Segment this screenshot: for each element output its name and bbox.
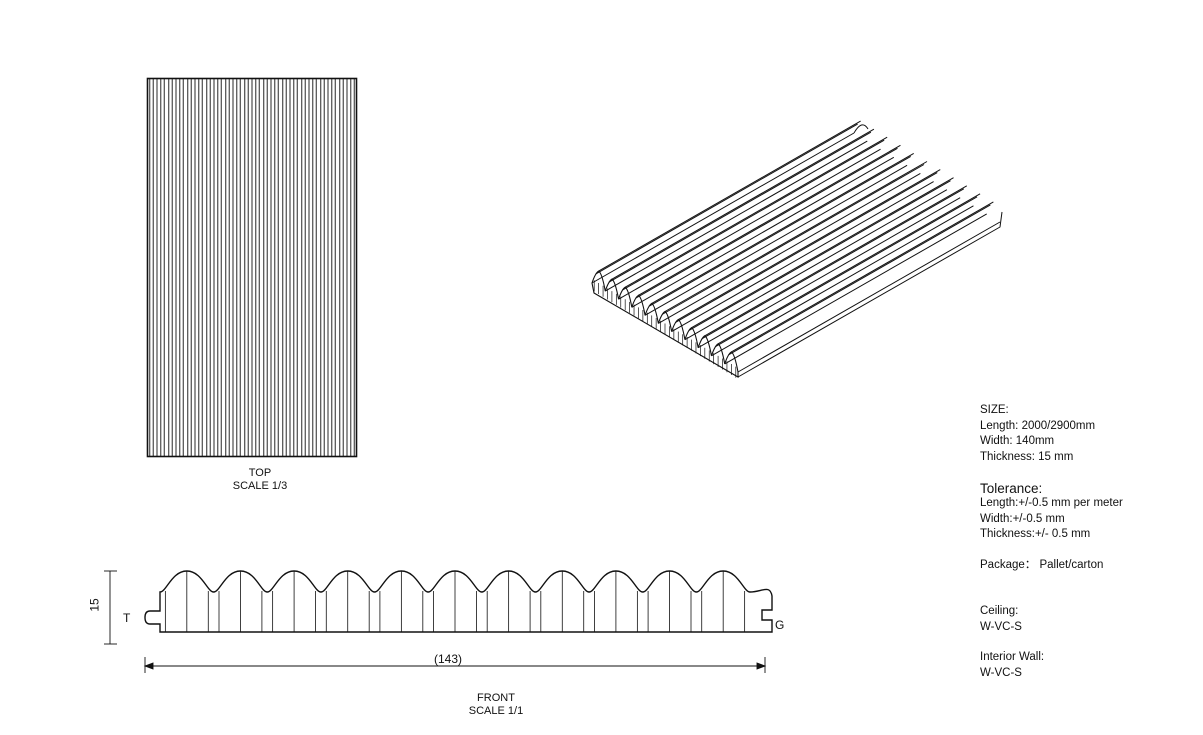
front-flute-lines	[164, 571, 746, 632]
top-view-label: TOP SCALE 1/3	[200, 467, 320, 493]
iso-valley-line	[644, 164, 908, 316]
iso-crest-line	[704, 185, 968, 337]
size-width: Width: 140mm	[980, 435, 1055, 447]
iso-crest-line	[611, 128, 875, 280]
iso-crest-line	[731, 201, 994, 353]
tolerance-length: Length:+/-0.5 mm per meter	[980, 497, 1123, 509]
isometric-view	[591, 120, 1003, 378]
iso-crest-line	[638, 144, 901, 296]
iso-shade-line	[714, 196, 978, 348]
height-dimension	[104, 570, 117, 645]
iso-valley-line	[618, 148, 881, 300]
tolerance-width: Width:+/-0.5 mm	[980, 512, 1065, 525]
spec-ceiling: Ceiling: W-VC-S	[980, 604, 1022, 635]
tongue-label: T	[123, 611, 131, 625]
iso-shade-line	[675, 172, 938, 324]
spec-wall: Interior Wall: W-VC-S	[980, 650, 1044, 681]
size-thickness: Thickness: 15 mm	[980, 450, 1074, 463]
iso-valley-line	[724, 213, 987, 365]
top-view-flutes	[149, 78, 355, 457]
iso-valley-line	[711, 205, 974, 357]
iso-shade-line	[635, 147, 898, 299]
iso-shade-line	[648, 155, 911, 307]
iso-shade-line	[595, 123, 858, 275]
iso-crest-line	[717, 193, 981, 345]
spec-package: Package： Pallet/carton	[980, 558, 1103, 574]
iso-valley-line	[658, 173, 921, 324]
ceiling-heading: Ceiling:	[980, 605, 1019, 617]
width-dimension	[143, 657, 767, 673]
iso-shade-line	[661, 164, 925, 315]
top-view	[146, 77, 358, 458]
top-view-scale: SCALE 1/3	[232, 480, 288, 492]
front-profile	[144, 570, 773, 633]
top-view-title: TOP	[248, 467, 272, 479]
iso-valley-line	[591, 132, 855, 284]
tolerance-heading: Tolerance:	[980, 481, 1043, 496]
iso-crest-line	[651, 152, 914, 304]
front-view-label: FRONT SCALE 1/1	[436, 692, 556, 718]
iso-back-edge	[737, 124, 1003, 378]
iso-valley-line	[684, 189, 948, 341]
height-dimension-text: 15	[87, 598, 102, 612]
size-length: Length: 2000/2900mm	[980, 419, 1096, 432]
width-dimension-text: (143)	[434, 652, 463, 666]
iso-valley-line	[631, 156, 895, 308]
ceiling-code: W-VC-S	[980, 620, 1022, 633]
iso-valley-line	[671, 181, 934, 332]
wall-heading: Interior Wall:	[980, 651, 1045, 663]
iso-crest-line	[678, 169, 941, 321]
wall-code: W-VC-S	[980, 666, 1022, 679]
iso-shade-line	[728, 204, 991, 356]
iso-valley-line	[697, 197, 961, 349]
package-text: Package： Pallet/carton	[980, 559, 1104, 571]
iso-crest-line	[624, 136, 888, 288]
tolerance-thickness: Thickness:+/- 0.5 mm	[980, 528, 1091, 540]
iso-end-hatch	[593, 280, 737, 378]
iso-shade-line	[608, 131, 872, 283]
front-view-scale: SCALE 1/1	[468, 705, 524, 717]
iso-shade-line	[701, 188, 965, 340]
iso-shade-line	[621, 139, 885, 291]
groove-label: G	[775, 618, 785, 632]
iso-valley-line	[737, 221, 1001, 373]
iso-ridge-lines	[591, 120, 1001, 373]
spec-size: SIZE: Length: 2000/2900mm Width: 140mm T…	[980, 403, 1095, 465]
iso-crest-line	[598, 120, 861, 272]
iso-crest-line	[691, 177, 954, 329]
front-view-title: FRONT	[477, 692, 515, 704]
iso-crest-line	[664, 161, 928, 312]
iso-valley-line	[605, 140, 868, 292]
front-view	[104, 570, 773, 673]
iso-shade-line	[688, 180, 951, 332]
size-heading: SIZE:	[980, 404, 1009, 416]
spec-tolerance: Tolerance: Length:+/-0.5 mm per meter Wi…	[980, 481, 1123, 543]
